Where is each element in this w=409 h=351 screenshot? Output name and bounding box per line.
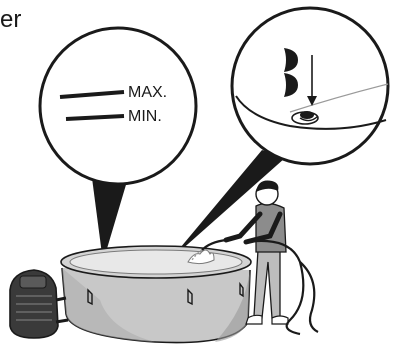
hose-line [201, 238, 305, 336]
pump-panel [19, 275, 47, 289]
level-callout-circle [38, 26, 198, 186]
tub-handle-mid [187, 288, 193, 306]
level-callout-pointer [92, 178, 128, 262]
drain-valve-callout [170, 6, 390, 260]
garden-hose-icon [191, 238, 319, 336]
max-level-line [59, 90, 125, 99]
hot-tub-icon [60, 245, 252, 344]
water-stream [191, 249, 203, 261]
min-level-label: MIN. [128, 108, 162, 125]
person-arm [223, 211, 263, 243]
drain-callout-circle [230, 6, 390, 166]
pump-unit-icon [9, 269, 69, 339]
tub-rim-inner-detail [289, 83, 389, 113]
person-hair [256, 180, 279, 192]
tub-water [69, 249, 243, 275]
heading-fragment: er [0, 6, 21, 33]
pump-connector-upper [55, 296, 67, 302]
valve-cap-lower-icon [284, 73, 298, 97]
tub-wall-shade-right [215, 270, 250, 342]
person-arm-inner [243, 211, 283, 245]
min-level-line [65, 114, 125, 121]
tub-handle-right [239, 281, 244, 298]
tub-handle-left [87, 288, 93, 306]
hose-coil [299, 261, 319, 333]
drain-callout-pointer [170, 150, 285, 260]
person-legs [253, 249, 281, 319]
drain-valve-icon [291, 111, 319, 125]
pump-grille [16, 295, 52, 321]
person-shoe-left [245, 314, 263, 325]
tub-wall-shade [62, 268, 155, 342]
tub-rim-detail [235, 95, 387, 130]
max-level-label: MAX. [128, 84, 167, 101]
water-level-callout: MAX. MIN. [38, 26, 198, 262]
water-splash [187, 249, 215, 265]
valve-cap-upper-icon [284, 48, 298, 72]
person-shoe-right [271, 315, 289, 325]
down-arrow-head [307, 96, 317, 106]
pump-connector-lower [55, 318, 69, 324]
